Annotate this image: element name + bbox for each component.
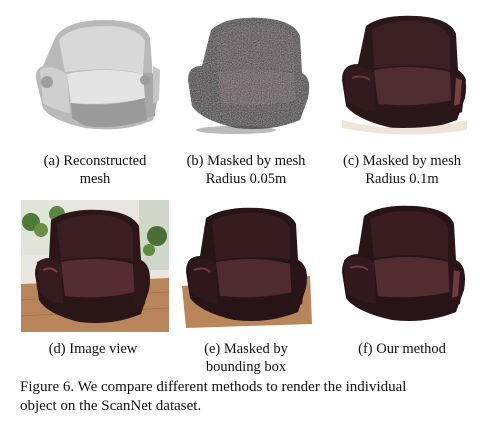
armchair-photo-icon [21, 200, 169, 332]
armchair-bbox-image [176, 200, 316, 330]
armchair-photo-image [21, 200, 169, 332]
panel-a: (a) Reconstructed mesh [15, 8, 175, 198]
figure-caption: Figure 6. We compare different methods t… [20, 378, 490, 416]
figure-caption-line: object on the ScanNet dataset. [20, 398, 202, 414]
caption-c: (c) Masked by mesh Radius 0.1m [322, 152, 482, 188]
armchair-noisy-icon [188, 17, 310, 134]
caption-line: mesh [79, 171, 111, 187]
panel-c: (c) Masked by mesh Radius 0.1m [322, 8, 482, 198]
caption-b: (b) Masked by mesh Radius 0.05m [166, 152, 326, 188]
caption-a: (a) Reconstructed mesh [15, 152, 175, 188]
panel-d: (d) Image view [13, 200, 173, 370]
caption-line: (f) Our method [358, 341, 446, 357]
armchair-clean-image [332, 8, 472, 138]
caption-line: (d) Image view [48, 341, 138, 357]
caption-d: (d) Image view [13, 340, 173, 358]
caption-line: Radius 0.05m [205, 171, 287, 187]
armchair-bbox-icon [182, 207, 312, 328]
caption-f: (f) Our method [322, 340, 482, 358]
caption-line: (c) Masked by mesh [343, 153, 461, 169]
armchair-mesh-image [25, 8, 165, 138]
armchair-ours-icon [342, 205, 465, 321]
caption-line: (e) Masked by [204, 341, 288, 357]
figure-caption-line: Figure 6. We compare different methods t… [20, 379, 407, 395]
armchair-clean-icon [342, 15, 467, 135]
caption-e: (e) Masked by bounding box [166, 340, 326, 376]
caption-line: (a) Reconstructed [43, 153, 147, 169]
panel-b: (b) Masked by mesh Radius 0.05m [166, 8, 326, 198]
caption-line: Radius 0.1m [365, 171, 439, 187]
armchair-mesh-icon [35, 20, 160, 130]
panel-e: (e) Masked by bounding box [166, 200, 326, 375]
armchair-ours-image [332, 200, 472, 330]
caption-line: (b) Masked by mesh [186, 153, 306, 169]
armchair-noisy-image [176, 8, 316, 138]
panel-f: (f) Our method [322, 200, 482, 370]
caption-line: bounding box [205, 359, 287, 375]
